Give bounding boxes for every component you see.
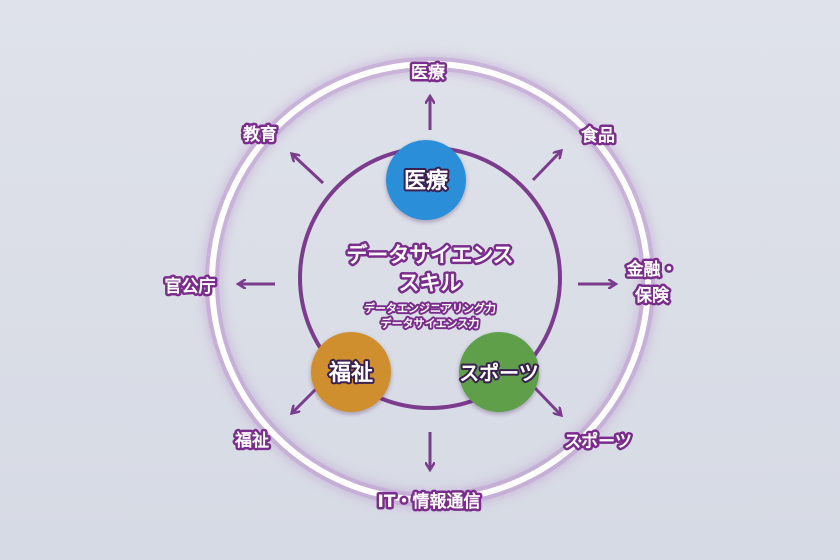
arrow-bottom-right: [532, 385, 560, 414]
outer-label-right-line1: 金融・: [626, 259, 678, 280]
bubble-top: 医療: [386, 140, 466, 220]
bubble-top-label: 医療: [404, 168, 448, 194]
outer-label-top-right: 食品: [581, 125, 615, 146]
center-title-line2: スキル: [399, 271, 462, 295]
center-sub-line1: データエンジニアリング力: [364, 301, 496, 315]
arrow-top-left: [293, 155, 325, 185]
outer-label-left: 官公庁: [165, 276, 216, 297]
outer-label-top-left: 教育: [242, 124, 277, 145]
bubble-right: スポーツ: [457, 332, 541, 412]
outer-label-right-line2: 保険: [634, 285, 670, 306]
outer-labels: 医療 食品 金融・ 保険 スポーツ IT・情報通信 福祉 官公庁 教育: [162, 60, 680, 515]
bubble-right-circle: [459, 332, 539, 412]
center-sub-line2: データサイエンス力: [381, 316, 480, 330]
bubble-top-circle: [386, 140, 466, 220]
outer-label-bottom: IT・情報通信: [378, 491, 481, 512]
outer-label-bottom-left: 福祉: [234, 430, 269, 451]
bubble-left-label: 福祉: [328, 361, 373, 386]
bubble-left: 福祉: [311, 332, 391, 412]
bubble-left-circle: [311, 332, 391, 412]
outer-label-bottom-right: スポーツ: [564, 431, 632, 452]
arrows: [240, 98, 614, 468]
outer-label-top: 医療: [411, 62, 446, 83]
center-title-line1: データサイエンス: [346, 243, 513, 267]
bubble-right-label: スポーツ: [459, 361, 539, 385]
arrow-top-right: [531, 152, 560, 182]
outer-ring: [209, 61, 651, 503]
